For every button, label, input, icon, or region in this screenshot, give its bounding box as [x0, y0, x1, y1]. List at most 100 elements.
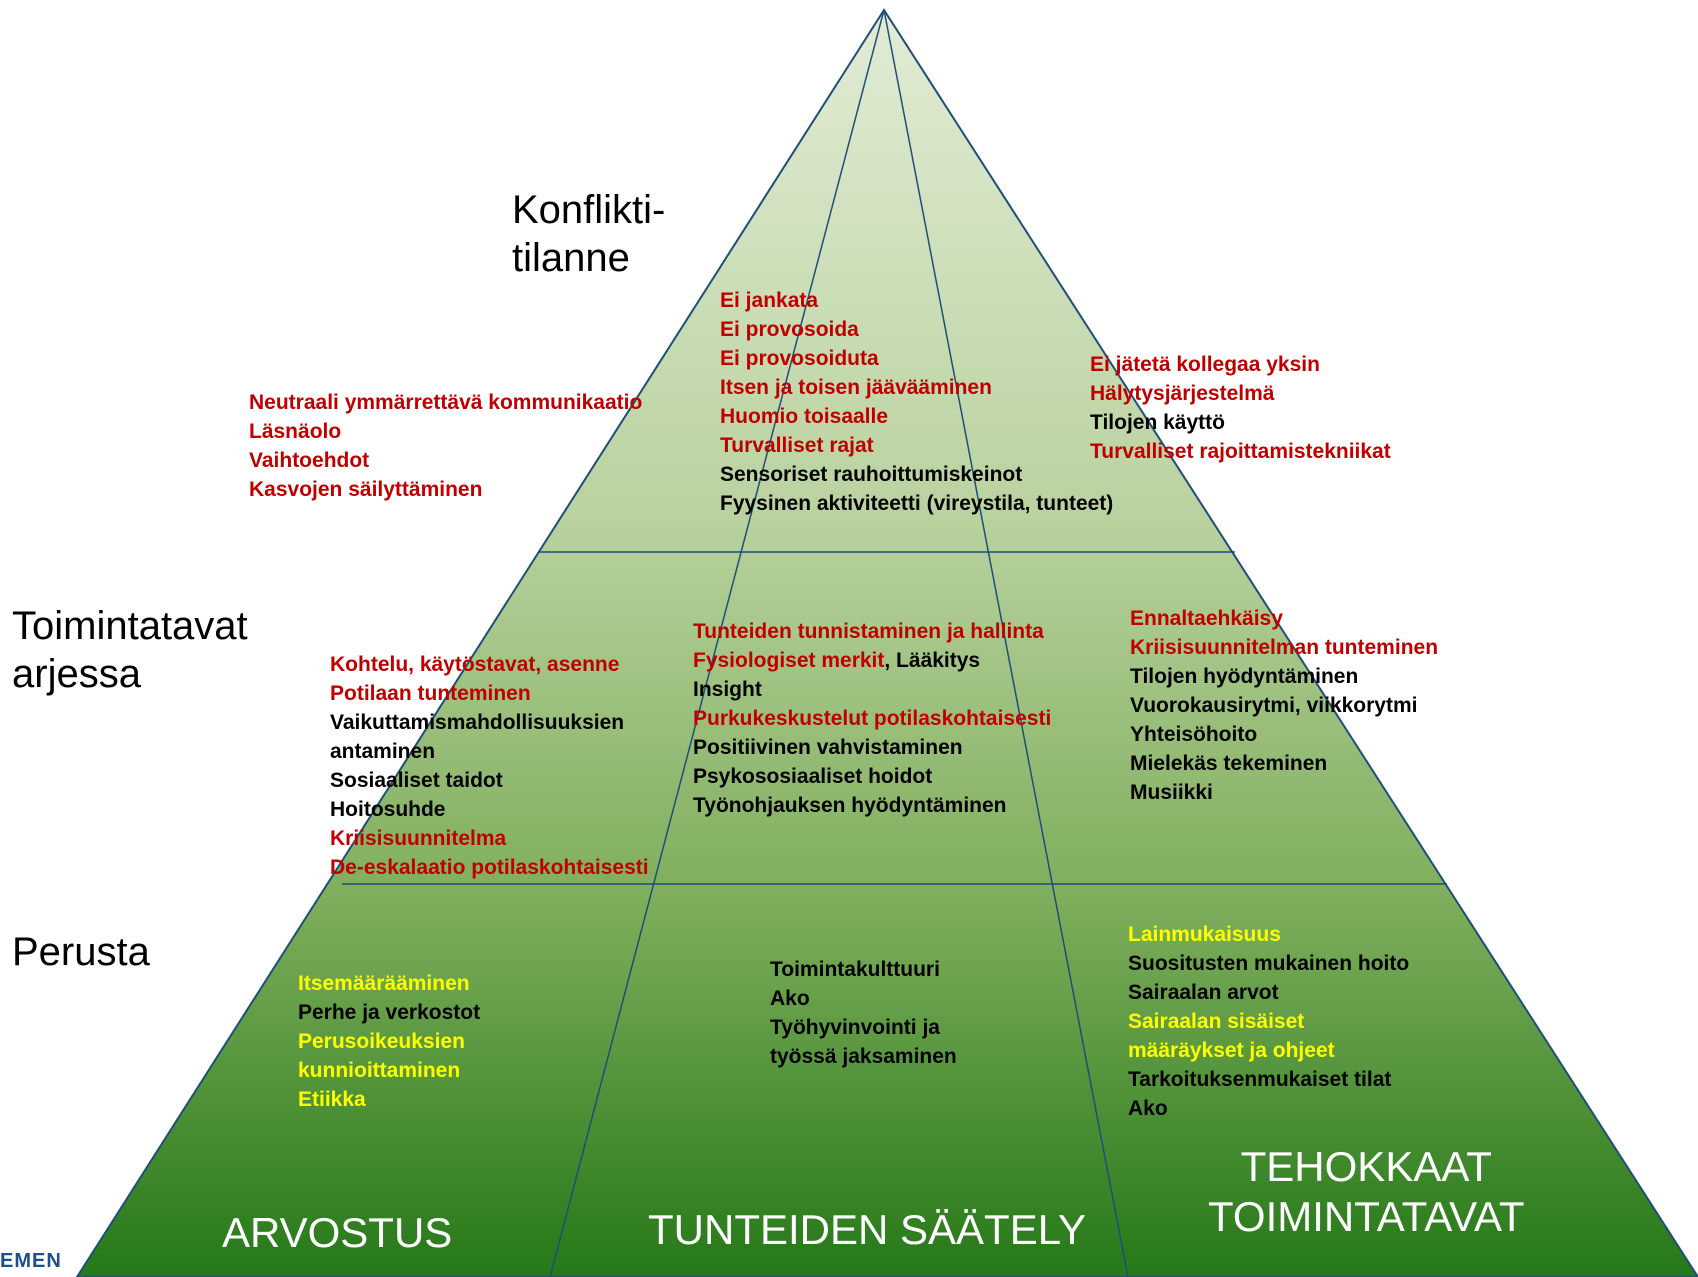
- text-line-content: Sensoriset rauhoittumiskeinot: [720, 463, 1023, 486]
- text-line-content: Tilojen käyttö: [1090, 411, 1225, 434]
- text-line: Ei provosoiduta: [720, 344, 1113, 373]
- text-line: kunnioittaminen: [298, 1056, 480, 1085]
- level-label-middle-line1: Toimintatavat: [12, 604, 248, 648]
- text-line: Positiivinen vahvistaminen: [693, 733, 1051, 762]
- text-line-content: Hälytysjärjestelmä: [1090, 382, 1275, 405]
- text-line: Lainmukaisuus: [1128, 920, 1409, 949]
- text-line: Hoitosuhde: [330, 795, 649, 824]
- text-line-content: Vuorokausirytmi, viikkorytmi: [1130, 694, 1418, 717]
- text-line: Potilaan tunteminen: [330, 679, 649, 708]
- text-line: Itsen ja toisen jäävääminen: [720, 373, 1113, 402]
- text-line-content: De-eskalaatio potilaskohtaisesti: [330, 856, 649, 879]
- text-line-content: Sairaalan sisäiset: [1128, 1010, 1305, 1033]
- text-line-content: Perusoikeuksien: [298, 1030, 465, 1053]
- text-line-content: Turvalliset rajat: [720, 434, 874, 457]
- text-line-content: Kohtelu, käytöstavat, asenne: [330, 653, 620, 676]
- column-divider-right: [883, 9, 1129, 1277]
- text-line: Fyysinen aktiviteetti (vireystila, tunte…: [720, 489, 1113, 518]
- text-line-content: Tunteiden tunnistaminen ja hallinta: [693, 620, 1044, 643]
- text-line: Ako: [1128, 1094, 1409, 1123]
- text-line-content: Turvalliset rajoittamistekniikat: [1090, 440, 1391, 463]
- text-line: Mielekäs tekeminen: [1130, 749, 1438, 778]
- level-label-top-line1: Konflikti-: [512, 188, 666, 232]
- text-line-content: Vaikuttamismahdollisuuksien: [330, 711, 625, 734]
- text-line: Tarkoituksenmukaiset tilat: [1128, 1065, 1409, 1094]
- text-line: Purkukeskustelut potilaskohtaisesti: [693, 704, 1051, 733]
- text-line: työssä jaksaminen: [770, 1042, 957, 1071]
- text-line-content: Insight: [693, 678, 762, 701]
- column-label-line2: TOIMINTATAVAT: [1208, 1193, 1525, 1240]
- text-line-content: Kasvojen säilyttäminen: [249, 478, 483, 501]
- text-line-content: Työnohjauksen hyödyntäminen: [693, 794, 1007, 817]
- text-line-content: Mielekäs tekeminen: [1130, 752, 1328, 775]
- text-line-content: Ako: [770, 987, 810, 1010]
- text-line-content: Etiikka: [298, 1088, 366, 1111]
- text-line-content: Itsemäärääminen: [298, 972, 470, 995]
- text-line-content: kunnioittaminen: [298, 1059, 461, 1082]
- text-line: Fysiologiset merkit, Lääkitys: [693, 646, 1051, 675]
- text-line: Turvalliset rajat: [720, 431, 1113, 460]
- text-line: Kohtelu, käytöstavat, asenne: [330, 650, 649, 679]
- text-line: Tunteiden tunnistaminen ja hallinta: [693, 617, 1051, 646]
- text-line: Ako: [770, 984, 957, 1013]
- text-line: Musiikki: [1130, 778, 1438, 807]
- text-line: Työhyvinvointi ja: [770, 1013, 957, 1042]
- column-divider-left: [549, 9, 885, 1277]
- text-line: Neutraali ymmärrettävä kommunikaatio: [249, 388, 642, 417]
- text-line: Yhteisöhoito: [1130, 720, 1438, 749]
- level-label-middle: Toimintatavat arjessa: [12, 602, 248, 698]
- text-line-content: Yhteisöhoito: [1130, 723, 1258, 746]
- text-line-content: Potilaan tunteminen: [330, 682, 531, 705]
- text-line-content: Lainmukaisuus: [1128, 923, 1281, 946]
- text-line-content: Purkukeskustelut potilaskohtaisesti: [693, 707, 1052, 730]
- text-line-content: Ako: [1128, 1097, 1168, 1120]
- text-line-content: Itsen ja toisen jäävääminen: [720, 376, 992, 399]
- text-line: Perusoikeuksien: [298, 1027, 480, 1056]
- text-line: Huomio toisaalle: [720, 402, 1113, 431]
- text-line-content: Psykososiaaliset hoidot: [693, 765, 933, 788]
- text-line: Tilojen käyttö: [1090, 408, 1391, 437]
- level-label-bottom: Perusta: [12, 930, 150, 974]
- text-line: Itsemäärääminen: [298, 969, 480, 998]
- text-line-content: määräykset ja ohjeet: [1128, 1039, 1335, 1062]
- text-line: Psykososiaaliset hoidot: [693, 762, 1051, 791]
- text-line-content: Sairaalan arvot: [1128, 981, 1279, 1004]
- column-label-tehokkaat-toimintatavat: TEHOKKAAT TOIMINTATAVAT: [1208, 1142, 1525, 1242]
- level-label-top: Konflikti- tilanne: [512, 186, 665, 282]
- text-line-content: Toimintakulttuuri: [770, 958, 940, 981]
- text-line-content: Työhyvinvointi ja: [770, 1016, 940, 1039]
- text-line-content: Vaihtoehdot: [249, 449, 370, 472]
- text-line: Tilojen hyödyntäminen: [1130, 662, 1438, 691]
- text-line-content: Positiivinen vahvistaminen: [693, 736, 963, 759]
- level-label-middle-line2: arjessa: [12, 652, 141, 696]
- text-line: Työnohjauksen hyödyntäminen: [693, 791, 1051, 820]
- text-line: Vaikuttamismahdollisuuksien: [330, 708, 649, 737]
- text-line-content: Ennaltaehkäisy: [1130, 607, 1283, 630]
- text-line: Kasvojen säilyttäminen: [249, 475, 642, 504]
- text-line: Insight: [693, 675, 1051, 704]
- text-line-content: Tarkoituksenmukaiset tilat: [1128, 1068, 1392, 1091]
- text-line: Ennaltaehkäisy: [1130, 604, 1438, 633]
- pyramid-shape: [75, 8, 1698, 1277]
- text-line-content: Ei provosoida: [720, 318, 859, 341]
- text-line-content: Tilojen hyödyntäminen: [1130, 665, 1359, 688]
- text-line: Läsnäolo: [249, 417, 642, 446]
- text-line: Etiikka: [298, 1085, 480, 1114]
- text-line-content: työssä jaksaminen: [770, 1045, 957, 1068]
- text-line-content: antaminen: [330, 740, 436, 763]
- text-line-content: Neutraali ymmärrettävä kommunikaatio: [249, 391, 643, 414]
- column-label-tunteiden-saately: TUNTEIDEN SÄÄTELY: [648, 1206, 1086, 1253]
- text-line: Kriisisuunnitelma: [330, 824, 649, 853]
- text-line-content: Huomio toisaalle: [720, 405, 889, 428]
- text-line-content: Ei jankata: [720, 289, 819, 312]
- text-line: Sosiaaliset taidot: [330, 766, 649, 795]
- text-line-content: Kriisisuunnitelma: [330, 827, 507, 850]
- text-line: Turvalliset rajoittamistekniikat: [1090, 437, 1391, 466]
